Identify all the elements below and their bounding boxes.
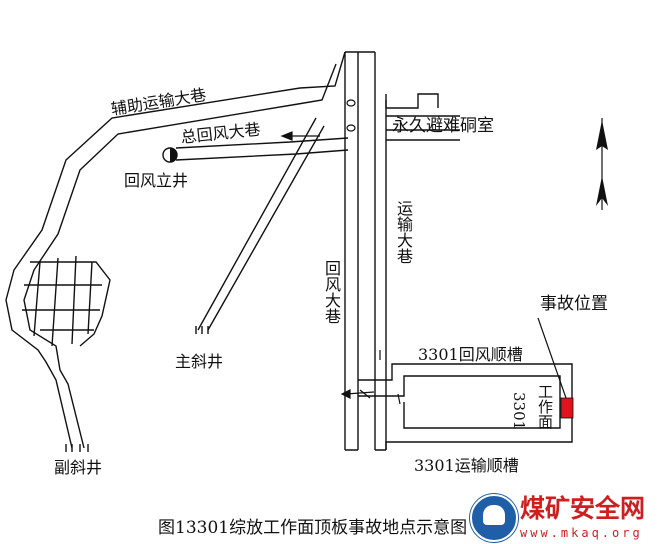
return-shaft-icon — [162, 147, 178, 163]
label-working-face: 工作面 — [536, 384, 554, 429]
return-main-roadway — [344, 52, 359, 450]
haulage-main-roadway — [374, 52, 387, 450]
label-return-main-roadway: 回风大巷 — [322, 260, 341, 324]
watermark-logo-icon — [470, 494, 518, 542]
label-aux-incline: 副斜井 — [54, 458, 103, 477]
watermark-brand: 煤矿安全网 — [520, 494, 646, 523]
accident-marker — [560, 397, 574, 419]
main-return-roadway — [175, 137, 349, 161]
main-incline-stub — [195, 326, 209, 334]
aux-district-workings — [22, 255, 111, 347]
accident-leader-line — [537, 317, 567, 399]
aux-incline-stub — [65, 444, 89, 452]
figure-caption: 图13301综放工作面顶板事故地点示意图 — [158, 518, 468, 538]
label-return-gateway-3301: 3301回风顺槽 — [418, 345, 523, 364]
watermark-url: www.mkaq.org — [520, 526, 643, 540]
haulage-gateway-3301 — [358, 375, 561, 429]
regulator-icon — [346, 99, 401, 405]
north-arrow-icon — [596, 118, 608, 210]
label-haulage-main-roadway: 运输大巷 — [394, 200, 413, 264]
label-return-shaft: 回风立井 — [124, 171, 189, 190]
airflow-arrow-icon — [280, 131, 375, 399]
aux-haulage-roadway-inner — [23, 63, 337, 449]
label-face-number: 3301 — [510, 392, 528, 431]
label-refuge-chamber: 永久避难硐室 — [392, 116, 494, 136]
label-haulage-gateway-3301: 3301运输顺槽 — [414, 456, 519, 475]
refuge-chamber-outline — [385, 93, 460, 141]
main-incline-shaft — [197, 117, 325, 331]
label-accident-location: 事故位置 — [540, 294, 608, 314]
label-main-incline: 主斜井 — [175, 352, 224, 371]
return-gateway-3301 — [358, 363, 573, 450]
aux-haulage-roadway-outer — [5, 51, 346, 449]
